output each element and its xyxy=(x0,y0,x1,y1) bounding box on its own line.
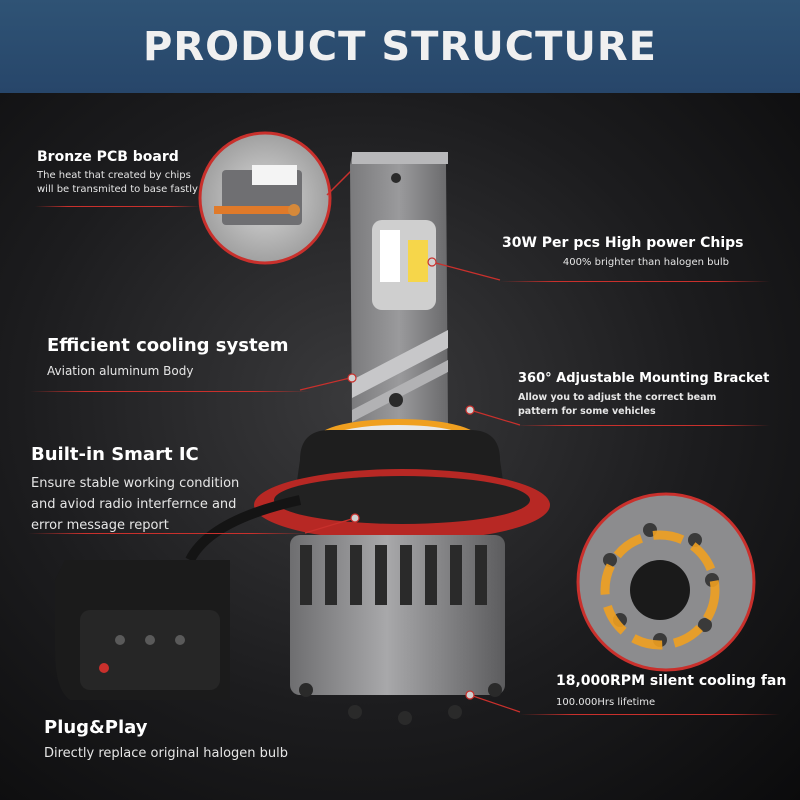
callout-ic: Built-in Smart IC Ensure stable working … xyxy=(31,444,239,536)
cooling-title: Efficient cooling system xyxy=(47,335,289,356)
cooling-desc: Aviation aluminum Body xyxy=(47,364,194,378)
chips-underline xyxy=(500,281,770,282)
bracket-underline xyxy=(515,425,770,426)
pcb-desc-2: will be transmited to base fastly xyxy=(37,184,198,195)
fan-underline xyxy=(520,714,780,715)
ic-underline xyxy=(28,533,308,534)
callout-plug: Plug&Play Directly replace original halo… xyxy=(44,717,288,761)
pcb-desc-1: The heat that created by chips xyxy=(37,170,191,181)
fan-zoom-circle xyxy=(576,492,756,672)
callout-chips: 30W Per pcs High power Chips 400% bright… xyxy=(502,235,743,268)
fan-desc: 100.000Hrs lifetime xyxy=(556,697,656,708)
title-banner: PRODUCT STRUCTURE xyxy=(0,0,800,93)
callout-bracket: 360° Adjustable Mounting Bracket Allow y… xyxy=(518,371,769,419)
callout-fan: 18,000RPM silent cooling fan 100.000Hrs … xyxy=(556,673,786,708)
plug-title: Plug&Play xyxy=(44,717,148,738)
chips-title: 30W Per pcs High power Chips xyxy=(502,235,744,251)
ic-desc-2: and aviod radio interfernce and xyxy=(31,497,237,512)
cooling-housing xyxy=(290,535,505,725)
led-blade xyxy=(350,152,448,425)
pcb-underline xyxy=(35,206,200,207)
ic-title: Built-in Smart IC xyxy=(31,444,199,465)
bracket-title: 360° Adjustable Mounting Bracket xyxy=(518,371,770,386)
page-title: PRODUCT STRUCTURE xyxy=(143,23,657,70)
callout-cooling: Efficient cooling system Aviation alumin… xyxy=(47,335,289,378)
chips-desc: 400% brighter than halogen bulb xyxy=(562,257,729,268)
callout-pcb: Bronze PCB board The heat that created b… xyxy=(37,149,198,197)
pcb-zoom-circle xyxy=(198,131,332,265)
plug-desc: Directly replace original halogen bulb xyxy=(44,746,288,761)
ic-desc-1: Ensure stable working condition xyxy=(31,476,240,491)
ic-desc-3: error message report xyxy=(31,518,169,533)
pcb-title: Bronze PCB board xyxy=(37,149,179,165)
bracket-desc-2: pattern for some vehicles xyxy=(518,406,656,417)
plug-connector xyxy=(55,560,230,700)
fan-title: 18,000RPM silent cooling fan xyxy=(556,673,787,689)
cooling-underline xyxy=(30,391,310,392)
bracket-desc-1: Allow you to adjust the correct beam xyxy=(518,392,717,403)
